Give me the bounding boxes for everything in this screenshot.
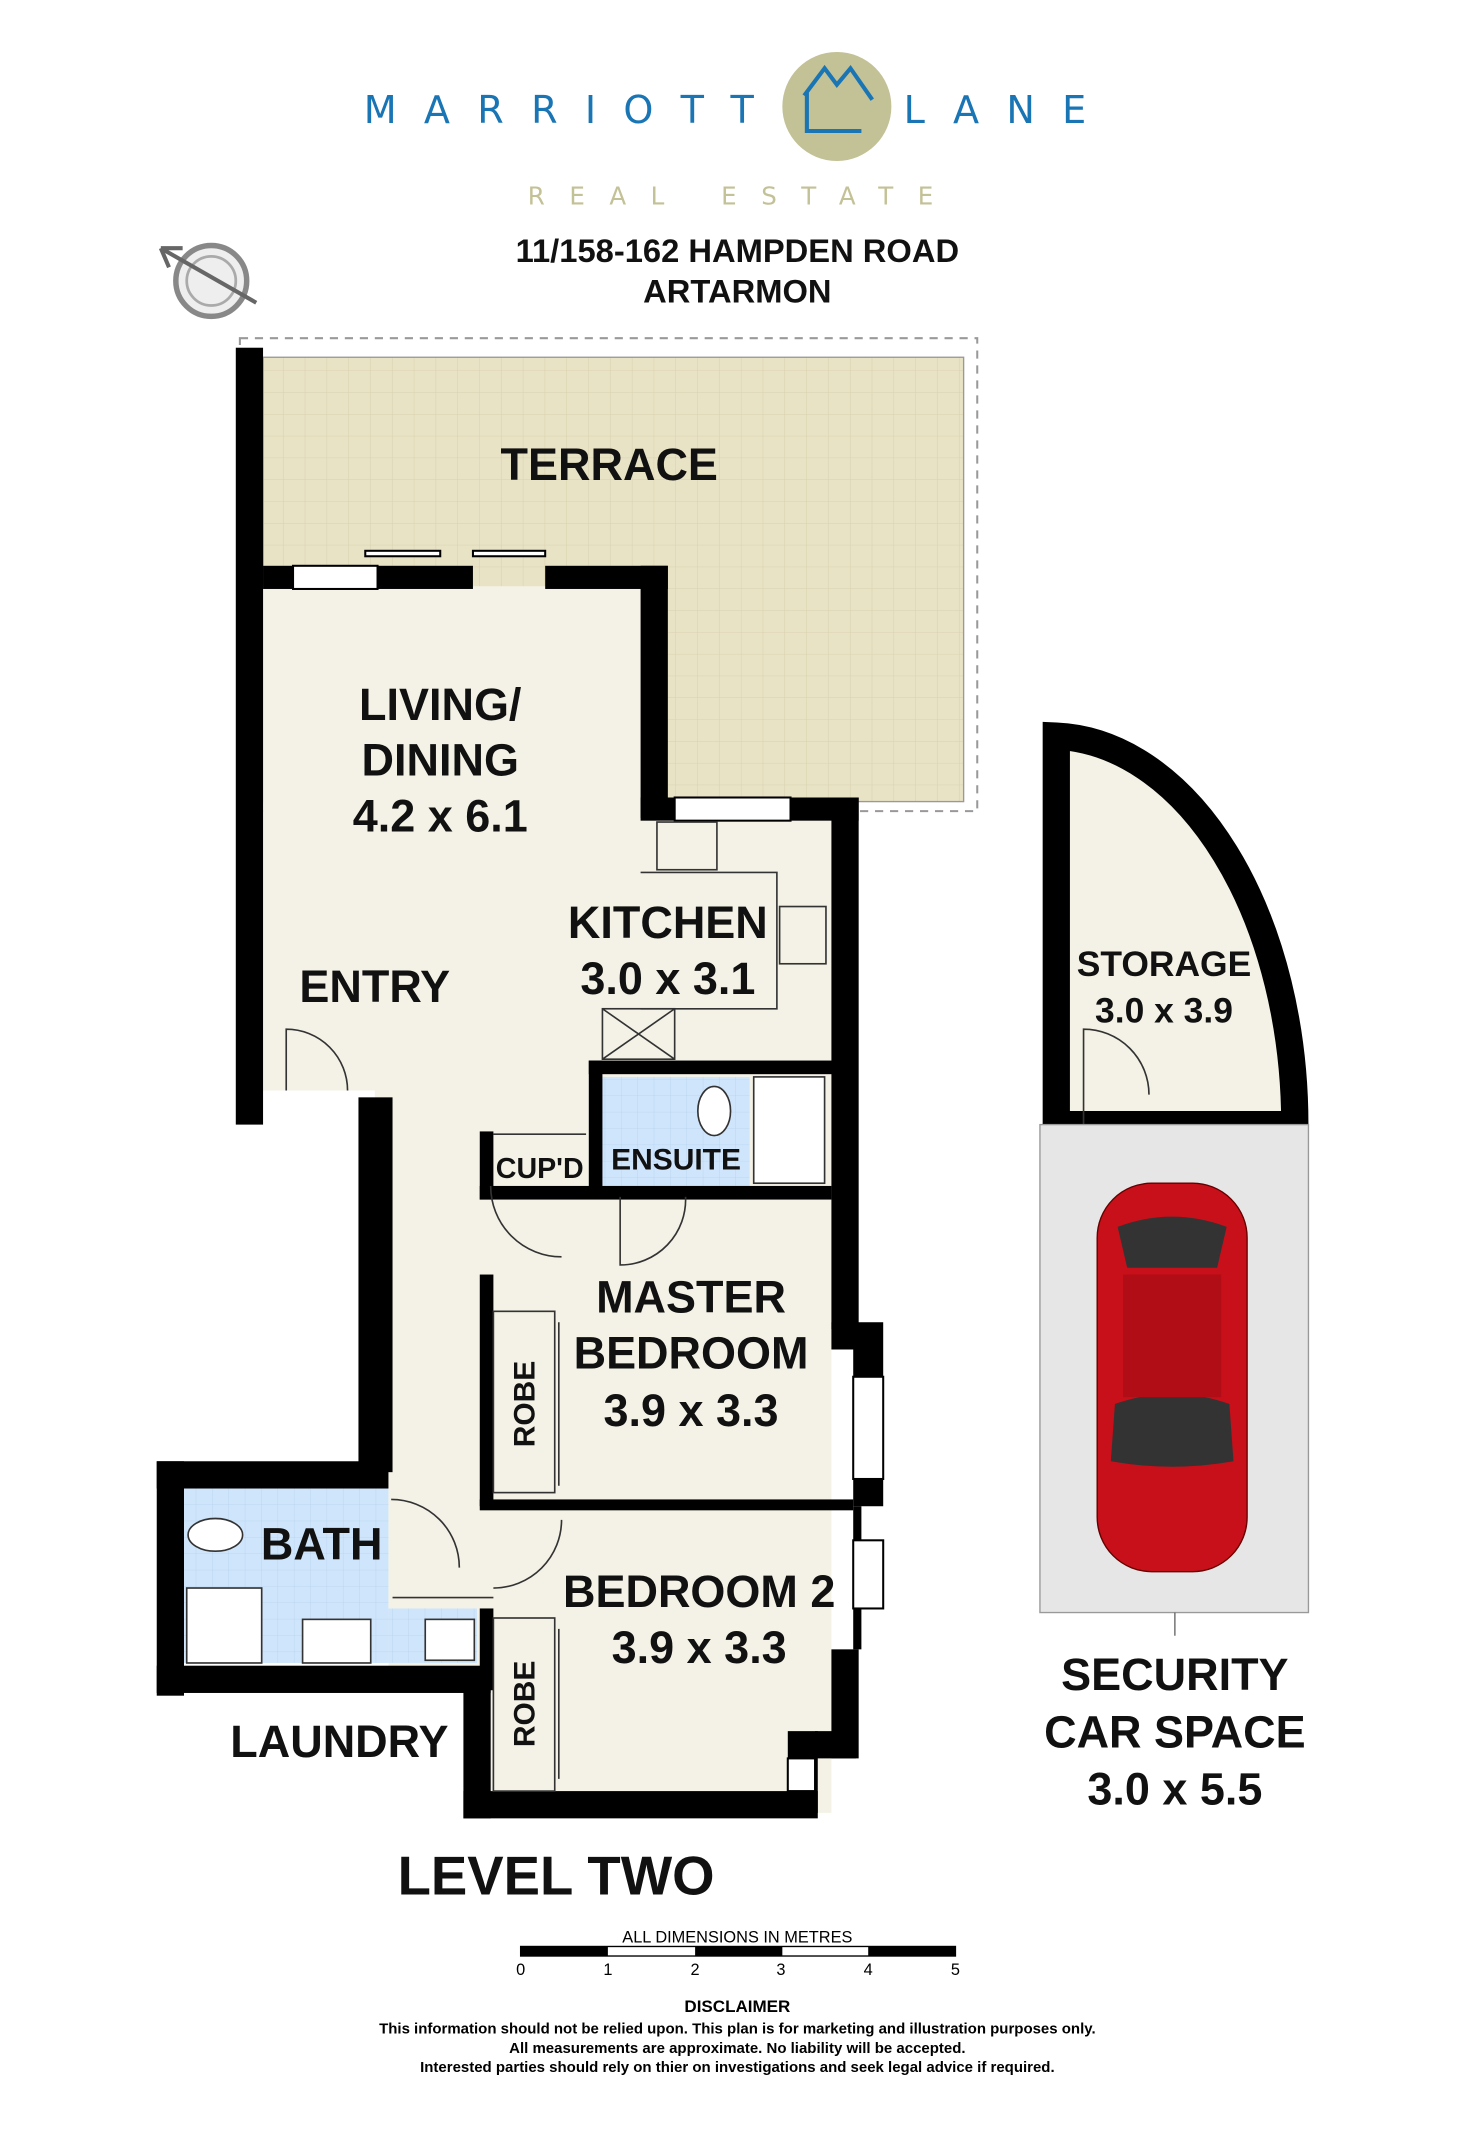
level-title: LEVEL TWO — [398, 1846, 715, 1907]
house-icon — [802, 64, 874, 134]
scale-caption: ALL DIMENSIONS IN METRES — [622, 1928, 852, 1946]
address-line2: ARTARMON — [643, 273, 831, 310]
disclaimer-line3: Interested parties should rely on thier … — [420, 2059, 1055, 2076]
storage-door — [1082, 1028, 1150, 1125]
logo-emblem — [782, 51, 892, 161]
scale-tick: 3 — [776, 1961, 785, 1979]
shower-icon — [752, 1076, 826, 1185]
car-icon — [1096, 1182, 1248, 1573]
windows — [292, 549, 885, 1793]
room-labels: TERRACE LIVING/ DINING 4.2 x 6.1 ENTRY K… — [230, 439, 1305, 1815]
label-living-2: DINING — [362, 735, 519, 786]
disclaimer-line2: All measurements are approximate. No lia… — [509, 2040, 965, 2057]
label-master-1: MASTER — [596, 1272, 786, 1323]
scale-tick: 4 — [864, 1961, 873, 1979]
scale-bar: ALL DIMENSIONS IN METRES 0 1 2 3 4 5 — [516, 1928, 960, 1979]
cooktop-icon — [778, 905, 827, 965]
disclaimer: DISCLAIMER This information should not b… — [379, 1997, 1096, 2076]
fittings — [185, 821, 827, 1792]
label-master-dim: 3.9 x 3.3 — [604, 1385, 779, 1436]
label-living-dim: 4.2 x 6.1 — [353, 791, 528, 842]
scale-tick: 0 — [516, 1961, 525, 1979]
storage-room — [1042, 721, 1309, 1139]
label-car-1: SECURITY — [1061, 1649, 1288, 1700]
label-cupd: CUP'D — [496, 1153, 584, 1185]
logo-sub: REAL ESTATE — [528, 182, 958, 211]
entry-door — [285, 1028, 349, 1091]
label-car-2: CAR SPACE — [1044, 1706, 1306, 1757]
label-entry: ENTRY — [299, 961, 450, 1012]
logo: MARRIOTT LANE REAL ESTATE — [364, 51, 1114, 211]
scale-tick: 1 — [603, 1961, 612, 1979]
label-living-1: LIVING/ — [359, 679, 522, 730]
label-storage: STORAGE — [1077, 944, 1252, 984]
disclaimer-line1: This information should not be relied up… — [379, 2021, 1096, 2038]
toilet-icon — [697, 1085, 732, 1137]
label-storage-dim: 3.0 x 3.9 — [1095, 990, 1233, 1030]
compass-icon — [158, 242, 258, 320]
scale-tick: 5 — [951, 1961, 960, 1979]
label-master-2: BEDROOM — [574, 1328, 809, 1379]
label-ensuite: ENSUITE — [611, 1144, 741, 1177]
label-kitchen: KITCHEN — [568, 897, 768, 948]
walls — [156, 347, 884, 1819]
label-kitchen-dim: 3.0 x 3.1 — [580, 953, 755, 1004]
label-car-dim: 3.0 x 5.5 — [1087, 1764, 1262, 1815]
logo-right: LANE — [904, 88, 1114, 132]
label-terrace: TERRACE — [501, 439, 718, 490]
bath-toilet-icon — [187, 1517, 244, 1553]
label-bedroom2-dim: 3.9 x 3.3 — [612, 1622, 787, 1673]
address-line1: 11/158-162 HAMPDEN ROAD — [516, 232, 959, 269]
disclaimer-title: DISCLAIMER — [684, 1997, 790, 2016]
sink-icon — [656, 821, 718, 871]
label-robe-1: ROBE — [508, 1361, 541, 1448]
logo-left: MARRIOTT — [364, 88, 781, 132]
label-laundry: LAUNDRY — [230, 1716, 448, 1767]
label-robe-2: ROBE — [508, 1661, 541, 1748]
label-bedroom2: BEDROOM 2 — [563, 1566, 835, 1617]
scale-tick: 2 — [691, 1961, 700, 1979]
label-bath: BATH — [261, 1518, 383, 1569]
